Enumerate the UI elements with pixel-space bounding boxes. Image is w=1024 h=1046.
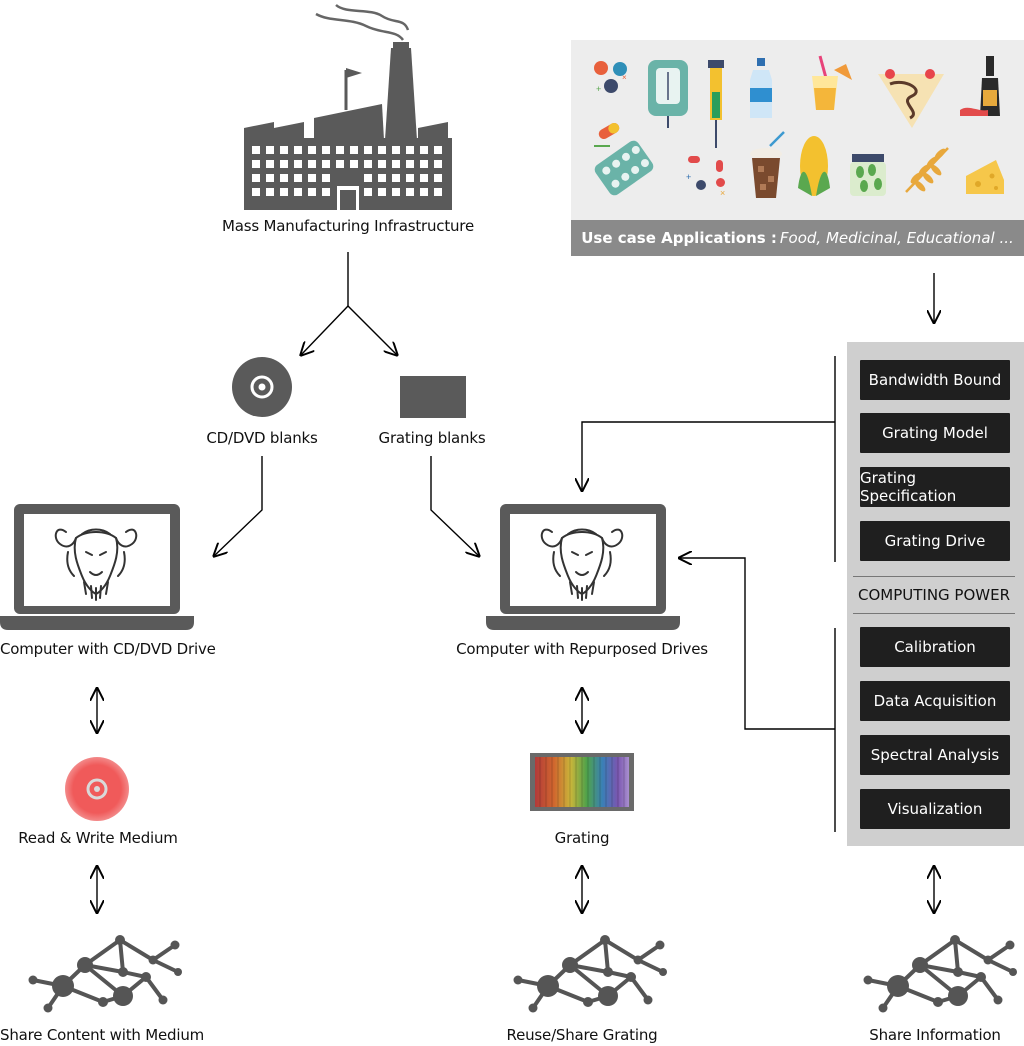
block-calibration: Calibration	[860, 627, 1010, 667]
read-write-medium-label: Read & Write Medium	[18, 829, 178, 847]
usecase-banner: Use case Applications :Food, Medicinal, …	[571, 220, 1024, 256]
laptop-center-icon	[486, 504, 680, 630]
computer-center-label: Computer with Repurposed Drives	[456, 640, 708, 658]
network-center-icon	[511, 933, 669, 1015]
block-bandwidth-bound: Bandwidth Bound	[860, 360, 1010, 400]
usecase-examples: Food, Medicinal, Educational ...	[779, 229, 1014, 247]
svg-text:×: ×	[720, 188, 725, 198]
svg-text:+: +	[686, 172, 691, 182]
laptop-left-icon	[0, 504, 194, 630]
syringe-icon	[708, 60, 724, 148]
network-left-label: Share Content with Medium	[0, 1026, 205, 1044]
usecase-title: Use case Applications :	[581, 229, 777, 247]
pills-scatter-icon: +×	[686, 156, 725, 198]
computer-left-label: Computer with CD/DVD Drive	[0, 640, 216, 658]
factory-label: Mass Manufacturing Infrastructure	[222, 217, 474, 235]
cd-blanks-label: CD/DVD blanks	[206, 429, 318, 447]
pill-blister-icon	[594, 140, 654, 196]
grating-label: Grating	[554, 829, 610, 847]
arrow-cd-to-computer	[213, 456, 263, 557]
network-right-icon	[861, 933, 1019, 1015]
arrow-to-cd-blanks	[300, 305, 349, 356]
crepe-icon	[878, 69, 944, 128]
water-bottle-icon	[750, 58, 772, 118]
wheat-icon	[905, 147, 949, 193]
svg-text:×: ×	[622, 73, 627, 82]
network-right-label: Share Information	[869, 1026, 1001, 1044]
block-grating-model: Grating Model	[860, 413, 1010, 453]
block-data-acquisition: Data Acquisition	[860, 681, 1010, 721]
wine-bottle-icon	[960, 56, 1000, 116]
grating-blanks-label: Grating blanks	[378, 429, 486, 447]
iv-bag-icon	[648, 60, 688, 128]
arrow-analysis-to-computer	[678, 558, 835, 730]
pickle-jar-icon	[850, 154, 886, 196]
pills-icon: +×	[594, 61, 627, 94]
network-left-icon	[26, 933, 184, 1015]
block-visualization: Visualization	[860, 789, 1010, 829]
arrow-computing-to-computer	[582, 421, 835, 492]
read-write-disc-icon	[65, 757, 129, 821]
corn-icon	[798, 136, 830, 196]
network-center-label: Reuse/Share Grating	[506, 1026, 658, 1044]
factory-icon	[244, 3, 452, 210]
block-spectral-analysis: Spectral Analysis	[860, 735, 1010, 775]
grating-spectrum-icon	[530, 753, 634, 811]
cd-blank-icon	[232, 357, 292, 417]
capsule-icon	[594, 123, 620, 147]
grating-blank-icon	[400, 376, 466, 418]
iced-coffee-icon	[750, 131, 785, 198]
computing-power-label: COMPUTING POWER	[853, 576, 1015, 614]
block-grating-drive: Grating Drive	[860, 521, 1010, 561]
juice-glass-icon	[812, 55, 852, 110]
block-grating-specification: Grating Specification	[860, 467, 1010, 507]
arrow-grating-to-computer	[430, 456, 480, 557]
arrow-to-grating-blanks	[347, 305, 398, 356]
usecase-panel	[571, 40, 1024, 220]
svg-text:+: +	[596, 84, 601, 94]
cheese-icon	[966, 160, 1004, 194]
